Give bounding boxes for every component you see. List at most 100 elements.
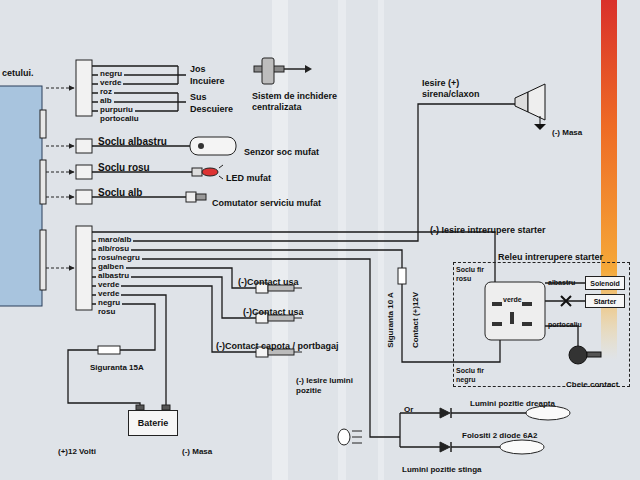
wire-color: alb/rosu (96, 244, 131, 253)
fuse-symbol (398, 268, 406, 284)
label-slot: (-) Iesire lumini pozitie (296, 376, 366, 396)
wire-color: negru (96, 298, 122, 307)
plug-arrow (46, 268, 74, 269)
label-slot: Sus (190, 86, 207, 104)
lamp-label: Lumini pozitie dreapta (470, 399, 555, 409)
lock-actuator (284, 68, 305, 70)
led-symbol (202, 168, 218, 176)
label-slot: (-)Contact capota / portbagaj (216, 335, 339, 353)
label-slot: Soclu rosu (98, 157, 150, 175)
wire-color: purpuriu (98, 105, 135, 114)
control-unit (0, 86, 46, 306)
label-slot: Descuiere (190, 98, 233, 116)
label-slot: Jos (190, 58, 206, 76)
device-label: LED mufat (226, 173, 271, 184)
lock-direction: Jos (190, 64, 206, 75)
door-switch (294, 288, 302, 289)
diode-symbol (450, 408, 452, 418)
lock-actuator (262, 58, 274, 84)
plug-arrow (46, 88, 74, 268)
fuse-label: Siguranta 10 A (386, 292, 396, 348)
switch-label: (-)Contact usa (243, 307, 304, 318)
lock-actuator (305, 65, 312, 73)
connector-plug (76, 60, 92, 116)
lock-direction: Incuiere (190, 76, 225, 87)
headlamp-icon (352, 431, 362, 443)
label-slot: portocaliu (98, 107, 141, 125)
label-slot: Soclu albastru (98, 131, 167, 149)
label-slot: Incuiere (190, 70, 225, 88)
headlamp-icon (338, 429, 362, 445)
box-label: Baterie (138, 418, 169, 429)
position-lamp (500, 440, 544, 454)
shock-sensor (198, 143, 204, 149)
label-slot: Comutator serviciu mufat (212, 192, 321, 210)
bracket (178, 66, 186, 111)
label-slot: Soclu alb (98, 182, 142, 200)
wire (545, 326, 578, 346)
wire-color: albastru (96, 271, 131, 280)
connector-plug (76, 60, 92, 310)
diode-symbol (440, 442, 450, 452)
door-switch (294, 352, 302, 353)
wire (68, 304, 155, 406)
pin-label: portocaliu (548, 320, 582, 329)
service-switch (186, 192, 196, 202)
switch-label: (-)Contact capota / portbagaj (216, 341, 339, 352)
control-unit (0, 86, 42, 306)
cut-mark (561, 296, 571, 306)
led-symbol (219, 165, 223, 168)
lock-direction: Descuiere (190, 104, 233, 115)
cut-text: cetului. (2, 68, 34, 79)
wire-color: verde (96, 289, 121, 298)
siren-horn (540, 116, 541, 124)
pin-label: albastru (548, 278, 575, 287)
output-label: Iesire (+) sirena/claxon (422, 78, 504, 100)
wire-color: rosu (96, 307, 117, 316)
label-slot: Contact (+)12V (404, 292, 422, 348)
output-label: (-) Iesire lumini pozitie (296, 376, 366, 396)
label-slot: verde (503, 288, 522, 306)
ground-label: (-) Masa (552, 128, 582, 138)
wire (92, 277, 256, 318)
wire (92, 268, 256, 288)
wire (451, 446, 500, 447)
wire (400, 446, 440, 447)
wire (92, 65, 178, 66)
plug-arrow (46, 146, 74, 147)
label-slot: Lumini pozitie stinga (402, 458, 482, 476)
relay-socket (522, 302, 532, 306)
connector-plug (76, 226, 92, 310)
label-slot: (-) Masa (552, 121, 582, 139)
label-slot: (-) Iesire intrerupere starter (430, 219, 546, 237)
label-slot: Soclu fir negru (456, 366, 490, 384)
shock-sensor (190, 137, 236, 155)
led-symbol (192, 165, 223, 179)
relay-socket (485, 282, 545, 340)
label-slot: LED mufat (226, 167, 271, 185)
wire (92, 250, 500, 362)
siren-horn (534, 124, 546, 130)
ignition-key (587, 352, 601, 357)
region-heading: Releu intrerupere starter (498, 252, 603, 263)
relay-socket (485, 282, 545, 340)
label-slot: albastru (548, 271, 575, 289)
wire-label: Contact (+)12V (411, 292, 421, 348)
siren-horn (515, 84, 546, 130)
device-label: Cheie contact (566, 380, 618, 390)
battery-label: (+)12 Volti (58, 447, 96, 457)
relay-socket (522, 322, 532, 326)
lamp-label: Lumini pozitie stinga (402, 465, 482, 475)
wire-color: verde (96, 280, 121, 289)
wire-color: verde (98, 78, 123, 87)
service-switch (186, 192, 206, 202)
label-slot: Siguranta 15A (90, 356, 144, 374)
door-switch (294, 318, 302, 319)
label-slot: Soclu fir rosu (456, 265, 490, 283)
siren-horn (515, 92, 528, 112)
device-label: Senzor soc mufat (244, 147, 319, 158)
pin-label: verde (503, 295, 522, 304)
